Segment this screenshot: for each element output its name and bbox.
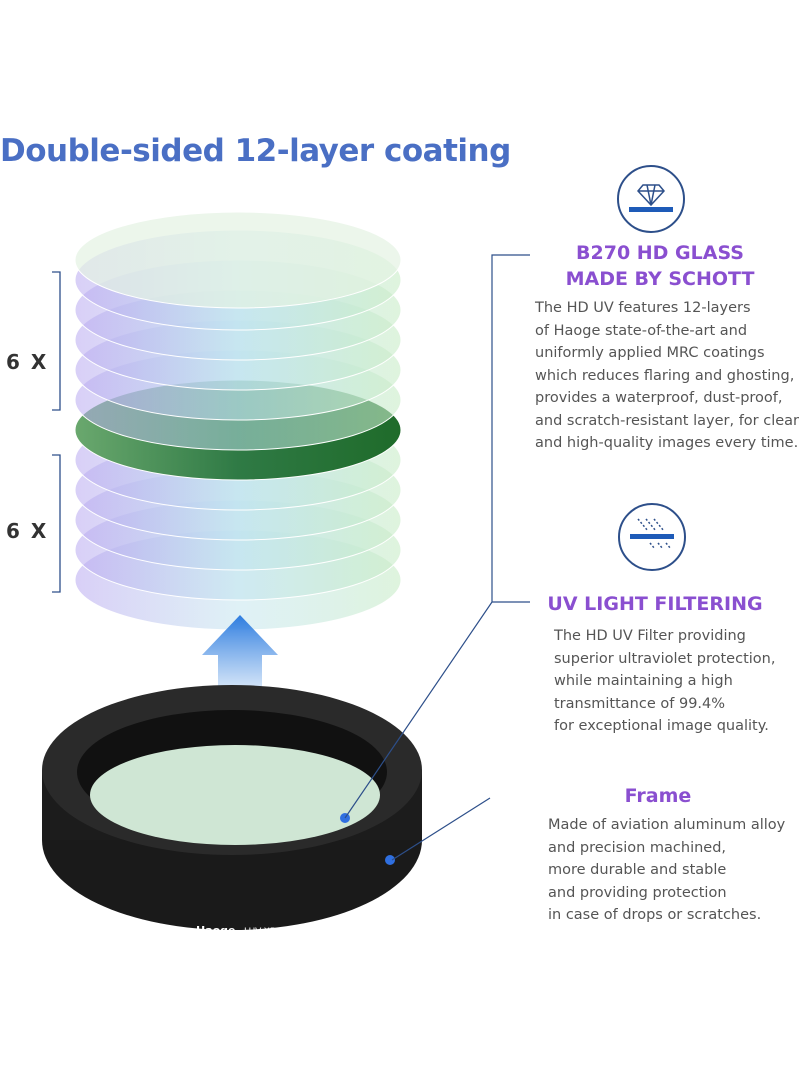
page-title: Double-sided 12-layer coating xyxy=(0,133,511,169)
callout-lines xyxy=(344,254,530,861)
feature-heading-uv: UV LIGHT FILTERING xyxy=(547,593,763,615)
coating-layers xyxy=(74,211,402,631)
diamond-glass-icon xyxy=(617,165,685,233)
model-mark: LUV-X54B xyxy=(244,927,288,937)
top-layers-label: 6 X xyxy=(6,350,49,374)
bottom-layers-label: 6 X xyxy=(6,519,49,543)
feature-heading-frame: Frame xyxy=(624,785,692,807)
filter-frame xyxy=(42,685,422,930)
lens-illustration xyxy=(42,211,422,930)
uv-filter-icon xyxy=(618,503,686,571)
layer-brackets xyxy=(52,271,61,593)
brand-mark: Haoge xyxy=(196,924,236,937)
